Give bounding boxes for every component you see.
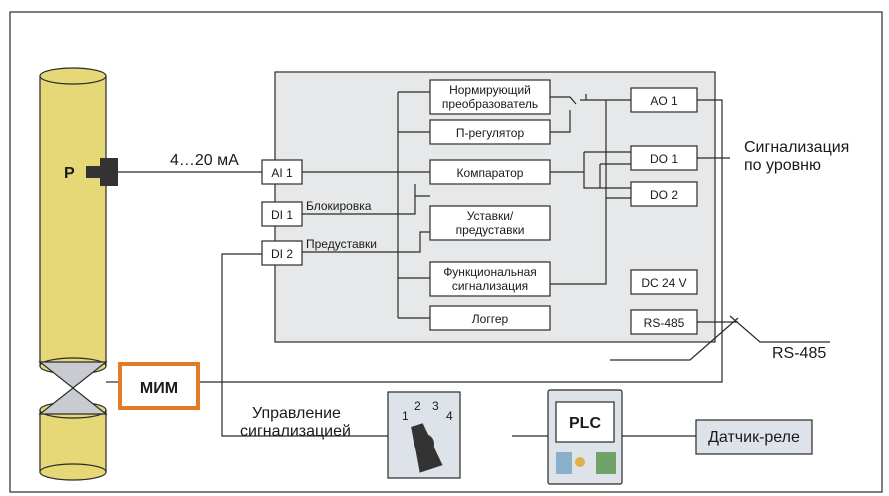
pressure-sensor: P <box>64 158 118 186</box>
pressure-label: P <box>64 165 75 182</box>
pipe <box>39 67 107 481</box>
svg-text:предуставки: предуставки <box>456 223 525 237</box>
pipe-upper <box>39 75 107 367</box>
svg-text:DC 24 V: DC 24 V <box>641 276 686 290</box>
output-do2: DO 2 <box>630 181 698 207</box>
rs485-bus-label: RS-485 <box>772 345 826 362</box>
selector-switch: 1 2 3 4 <box>387 391 461 479</box>
svg-text:преобразователь: преобразователь <box>442 97 538 111</box>
control-line1: Управление <box>252 405 341 422</box>
svg-text:Уставки/: Уставки/ <box>467 209 514 223</box>
block-func-alarm: Функциональная сигнализация <box>429 261 551 297</box>
svg-text:сигнализация: сигнализация <box>452 279 528 293</box>
block-p-regulator: П-регулятор <box>429 119 551 145</box>
level-alarm-line1: Сигнализация <box>744 139 849 156</box>
level-alarm-line2: по уровню <box>744 157 821 174</box>
external-wiring <box>106 99 830 437</box>
block-logger: Логгер <box>429 305 551 331</box>
sensor-relay-label: Датчик-реле <box>708 429 800 446</box>
input-di2: DI 2 <box>261 240 303 266</box>
svg-text:DI 1: DI 1 <box>271 208 293 222</box>
presets-label: Предуставки <box>306 237 377 251</box>
switch-pos-4: 4 <box>446 409 453 423</box>
pipe-upper-top <box>39 67 107 85</box>
input-ai1: AI 1 <box>261 159 303 185</box>
svg-text:П-регулятор: П-регулятор <box>456 126 525 140</box>
valve <box>38 361 108 415</box>
sensor-relay: Датчик-реле <box>695 419 813 455</box>
svg-text:AO 1: AO 1 <box>650 94 678 108</box>
block-comparator: Компаратор <box>429 159 551 185</box>
output-dc24: DC 24 V <box>630 269 698 295</box>
output-rs485: RS-485 <box>630 309 698 335</box>
mim-actuator: МИМ <box>118 362 200 410</box>
svg-text:DI 2: DI 2 <box>271 247 293 261</box>
output-ao1: AO 1 <box>630 87 698 113</box>
block-normalizer: Нормирующий преобразователь <box>429 79 551 115</box>
switch-pos-1: 1 <box>402 409 409 423</box>
pipe-lower-bottom <box>39 463 107 481</box>
internal-wiring <box>302 91 631 319</box>
control-line2: сигнализацией <box>240 423 351 440</box>
output-do1: DO 1 <box>630 145 698 171</box>
input-di1: DI 1 <box>261 201 303 227</box>
outer-frame <box>9 11 883 493</box>
svg-text:Функциональная: Функциональная <box>443 265 537 279</box>
block-setpoints: Уставки/ предуставки <box>429 205 551 241</box>
svg-text:Логгер: Логгер <box>472 312 509 326</box>
signal-label: 4…20 мА <box>170 152 239 169</box>
svg-text:DO 1: DO 1 <box>650 152 678 166</box>
svg-text:Компаратор: Компаратор <box>457 166 524 180</box>
plc-device: PLC <box>547 389 623 485</box>
pipe-lower <box>39 409 107 473</box>
svg-text:Нормирующий: Нормирующий <box>449 83 531 97</box>
svg-text:RS-485: RS-485 <box>644 316 685 330</box>
mim-label: МИМ <box>140 380 178 397</box>
plc-label: PLC <box>569 415 601 432</box>
svg-text:DO 2: DO 2 <box>650 188 678 202</box>
switch-pos-3: 3 <box>432 399 439 413</box>
svg-text:AI 1: AI 1 <box>271 166 293 180</box>
blocking-label: Блокировка <box>306 199 372 213</box>
switch-pos-2: 2 <box>414 399 421 413</box>
